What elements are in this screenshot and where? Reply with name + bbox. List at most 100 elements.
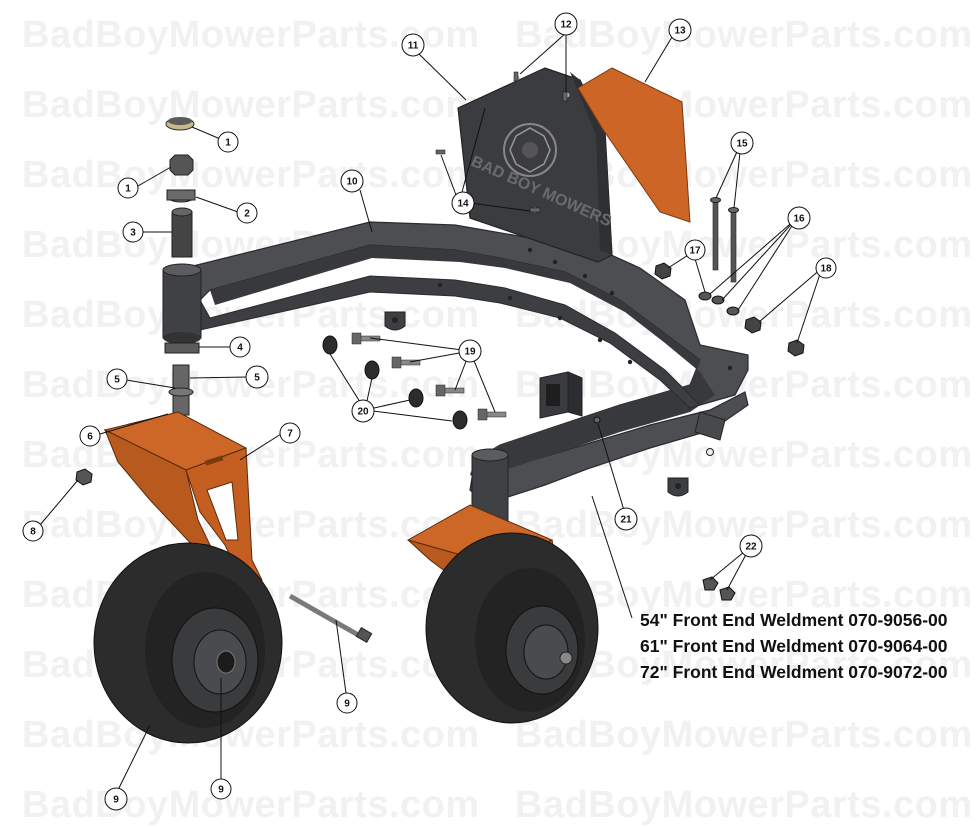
left-caster-fork [103,411,263,589]
callout-3: 3 [122,221,144,243]
callout-1: 6 [79,425,101,447]
leader-line [364,409,453,422]
frame-hole [557,315,563,321]
leader-line [644,36,673,83]
callout-circle [279,422,301,444]
callout-circle [451,191,475,215]
front-end-weldment [162,221,749,533]
bolt-head [391,356,402,369]
callout-label: 16 [793,214,805,225]
nut [787,339,805,357]
bolt-shank [443,387,465,394]
weldment-label-54: 54" Front End Weldment 070-9056-00 [640,610,948,630]
left-spindle-stack [164,117,200,416]
callout-label: 9 [344,699,350,710]
leader-line [721,217,798,301]
leader-line [369,337,471,352]
bolt-cap [322,335,338,355]
dust-cap-rim [168,117,192,125]
small-bolt [562,91,568,102]
callout-9: 17 [684,239,706,261]
leader-line [195,196,239,213]
leader-line [796,267,823,344]
callout-label: 18 [820,264,832,275]
frame-hole [437,282,443,288]
frame-hole [597,337,603,343]
nut [75,468,93,486]
callout-circle [106,368,128,390]
callout-1: 5 [106,368,128,390]
weldment-inner-face [210,245,715,480]
leader-line [137,166,172,187]
frame-hole [582,273,588,279]
callout-label: 12 [560,20,572,31]
leader-line [99,413,169,435]
callout-22: 5 [245,365,269,389]
leader-line [239,433,282,461]
callout-circle [122,221,144,243]
callout-circle [787,206,811,230]
frame-hole [527,247,533,253]
pivot-tube-top [471,448,509,462]
leader-line [125,379,176,389]
callout-circle [401,33,425,57]
callout-label: 11 [408,41,419,52]
lower-bearing [164,342,200,354]
callout-circle [22,520,44,542]
rim-inner [523,624,569,680]
spindle-washer [168,387,194,397]
small-bolt [513,71,519,82]
callout-label: 15 [736,139,748,150]
callout-15: 19 [458,339,482,363]
callout-circle [351,399,375,423]
callout-16: 11 [401,33,425,57]
weldment-label-72: 72" Front End Weldment 070-9072-00 [640,662,948,682]
callout-label: 17 [689,246,701,257]
bolt-shank [485,411,507,418]
callout-circle [104,787,128,811]
callout-label: 5 [254,373,260,384]
callout-5: 2 [236,202,258,224]
frame-hole [727,365,733,371]
callout-19: 14 [451,191,475,215]
callout-circle [340,169,364,193]
callout-circle [554,12,578,36]
weldment-holes [437,247,733,371]
callout-label: 13 [674,26,686,37]
caps-21 [322,335,468,430]
bolt-head [435,384,446,397]
leader-line [418,53,467,101]
frame-mount-tab-hole [392,317,398,323]
callout-4: 7 [279,422,301,444]
bolt-cap [364,360,380,380]
callout-label: 9 [218,785,224,796]
leader-lines [39,32,823,791]
fork-cutout [206,481,239,541]
frame-hole [609,290,615,296]
callout-label: 1 [225,138,231,149]
callout-label: 2 [244,209,250,220]
axle-bolt [288,593,373,644]
leader-line [758,267,823,323]
callout-5: 4 [229,336,251,358]
receiver-tube [539,371,583,419]
nut [744,316,762,334]
callout-circle [117,177,139,199]
callout-14: 22 [739,534,763,558]
right-wheel [425,532,599,724]
callout-label: 21 [620,515,632,526]
frame-right-plate [694,411,726,441]
pivot-tube-top [162,263,202,277]
washer [726,306,740,316]
callout-17: 13 [668,18,692,42]
callout-circle [458,339,482,363]
shield-fold [570,72,612,255]
callout-12: 15 [730,131,754,155]
callout-8: 1 [117,177,139,199]
hex-bolt [391,356,421,369]
leader-line [335,619,347,694]
front-shield: BAD BOY MOWERS [457,67,614,263]
pivot-tube-bottom [163,332,201,344]
callout-circle [815,257,837,279]
